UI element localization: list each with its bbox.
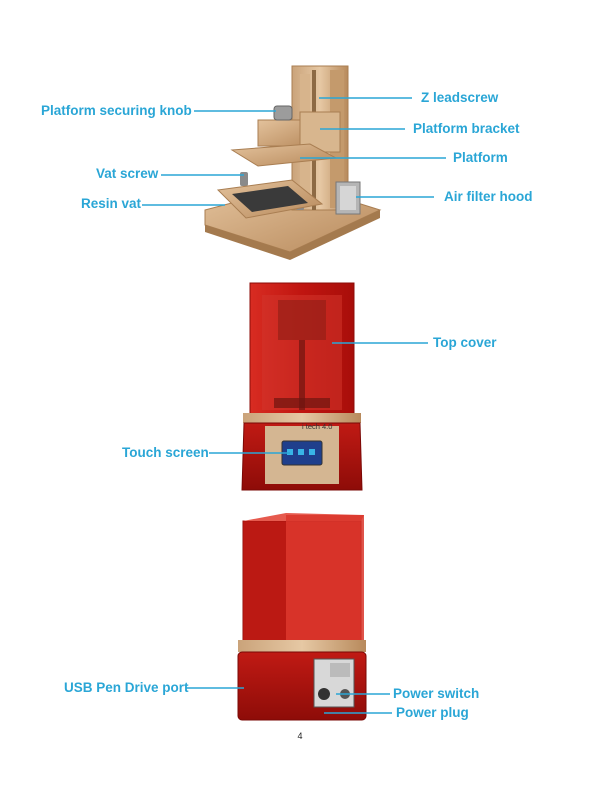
label-platform-securing-knob: Platform securing knob xyxy=(41,103,192,118)
label-z-leadscrew: Z leadscrew xyxy=(421,90,499,105)
label-platform-bracket: Platform bracket xyxy=(413,121,520,136)
label-top-cover: Top cover xyxy=(433,335,497,350)
label-platform: Platform xyxy=(453,150,508,165)
label-power-switch: Power switch xyxy=(393,686,480,701)
mechanism-illustration xyxy=(204,65,382,260)
brand-label: i tech 4.0 xyxy=(302,422,332,431)
page-number: 4 xyxy=(297,731,303,741)
printer-rear-illustration xyxy=(237,513,367,721)
printer-front-illustration xyxy=(241,282,363,491)
label-power-plug: Power plug xyxy=(396,705,469,720)
label-touch-screen: Touch screen xyxy=(122,445,209,460)
label-vat-screw: Vat screw xyxy=(96,166,159,181)
label-air-filter-hood: Air filter hood xyxy=(444,189,533,204)
label-resin-vat: Resin vat xyxy=(81,196,142,211)
label-usb-pen-drive-port: USB Pen Drive port xyxy=(64,680,189,695)
leader-lines xyxy=(142,97,446,714)
